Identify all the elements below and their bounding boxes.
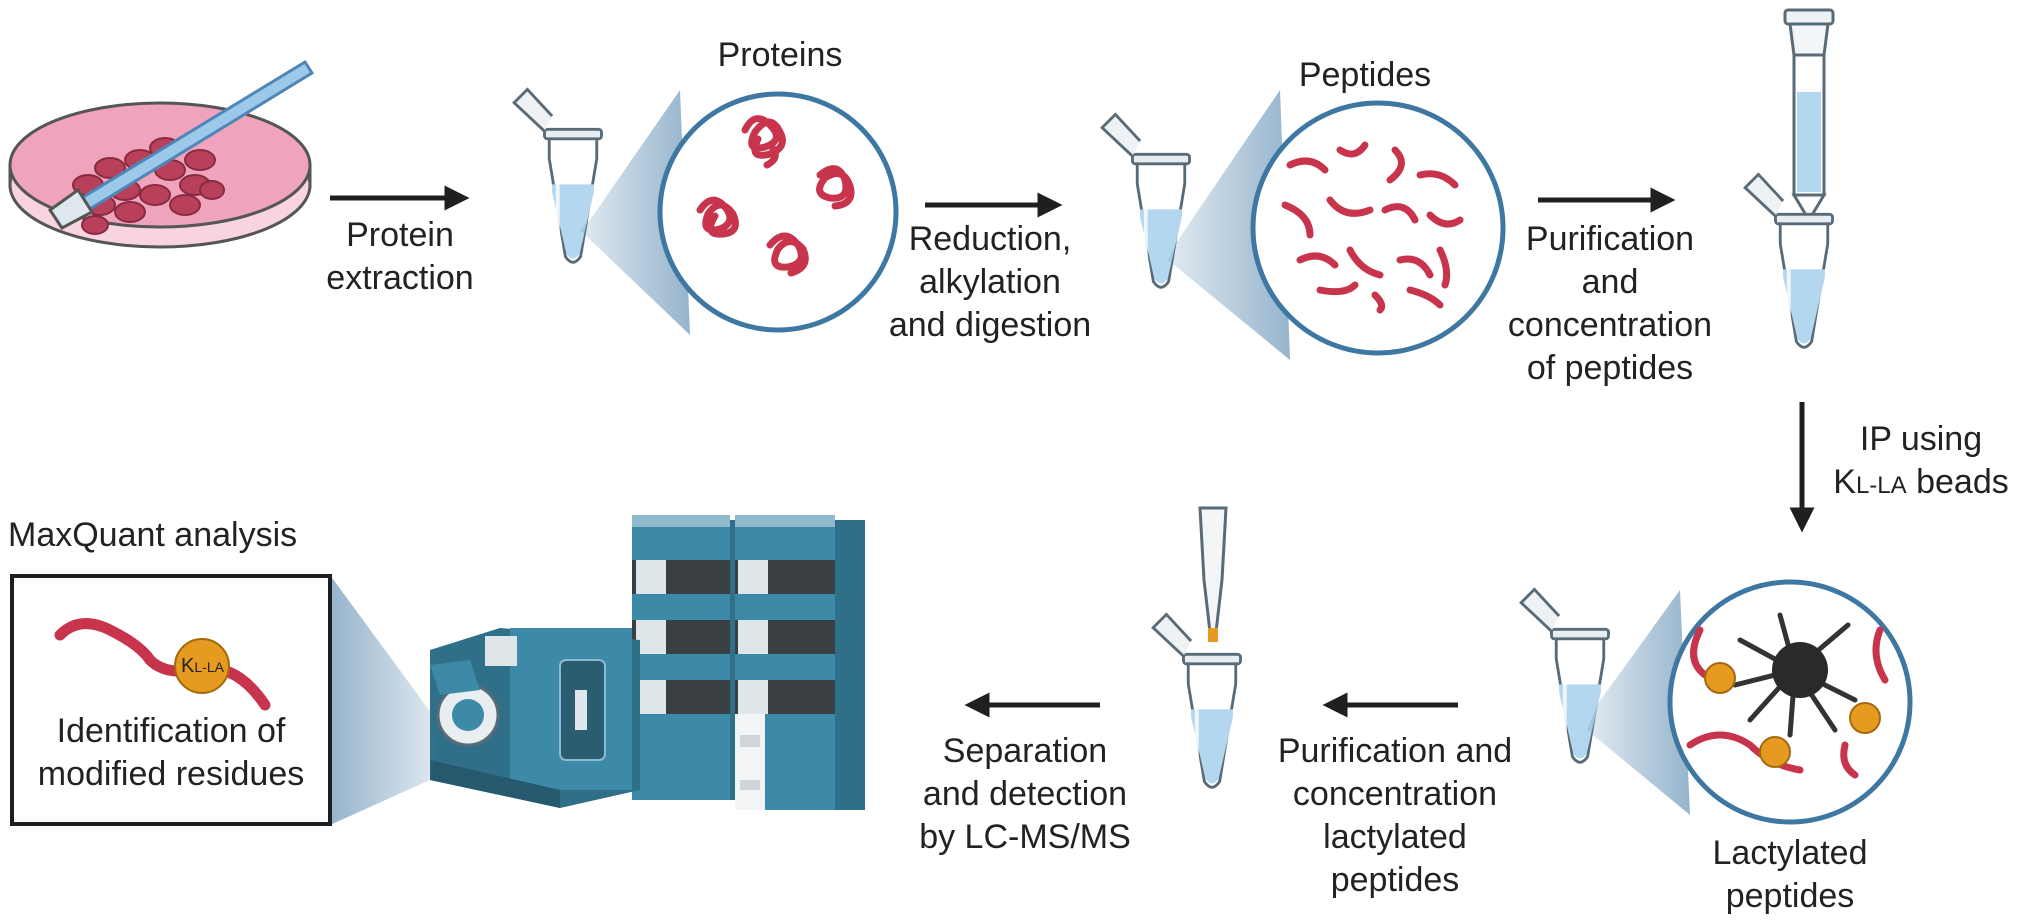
peptides-label: Peptides [1298, 56, 1432, 94]
pipette-tip-icon [1198, 506, 1228, 642]
maxquant-box [10, 574, 332, 826]
proteins-circle [657, 91, 899, 333]
kla-badge-text: KL-LA [181, 655, 224, 677]
peptide-chains-icon [1281, 141, 1464, 314]
peptides-circle [1250, 100, 1506, 356]
spin-column-icon [1783, 8, 1835, 217]
pipette-icon [47, 59, 315, 230]
proteins-label: Proteins [717, 36, 843, 74]
zoom-cone-maxquant [330, 575, 440, 825]
maxquant-title: MaxQuant analysis [8, 516, 298, 554]
antibody-bead-icon [1686, 612, 1889, 779]
microtube-icon [1151, 612, 1243, 790]
ip-label: IP using KL-LA beads [1833, 420, 2009, 501]
lc-ms-instrument-icon [430, 515, 865, 810]
kla-badge-icon [174, 638, 230, 694]
petri-dish-icon [8, 101, 312, 249]
zoom-cone-proteins [580, 90, 690, 335]
zoom-cone-lactylated [1587, 590, 1690, 815]
zoom-cone-peptides [1168, 90, 1290, 360]
lactylated-circle [1667, 579, 1913, 825]
protein-coil-icon [696, 115, 855, 277]
